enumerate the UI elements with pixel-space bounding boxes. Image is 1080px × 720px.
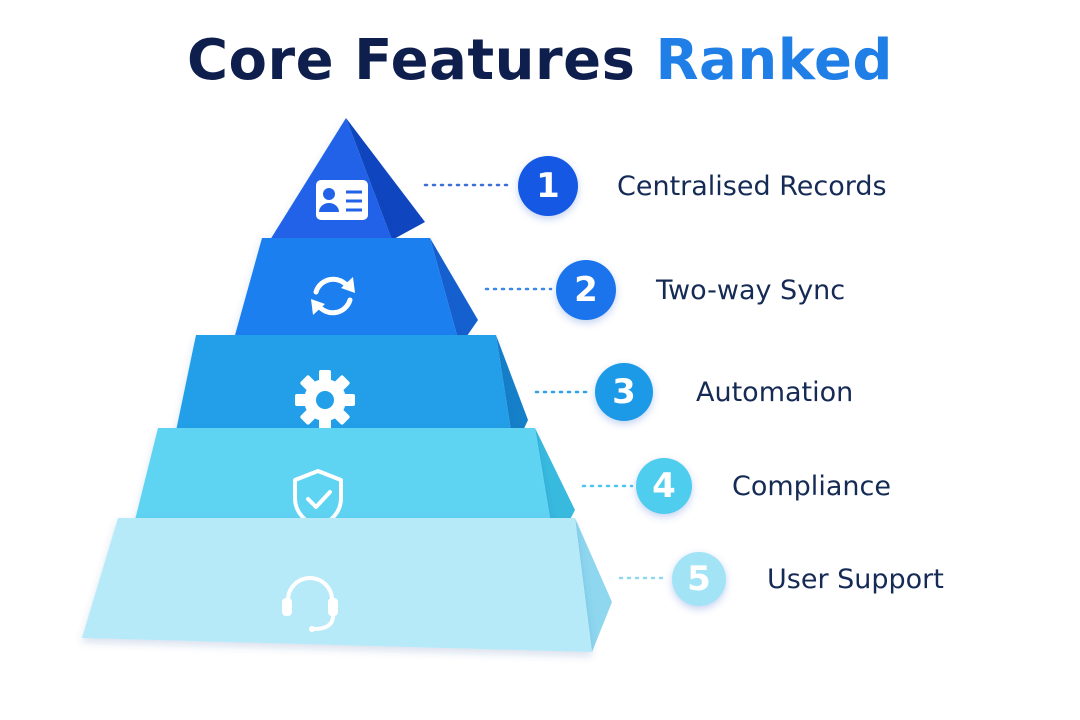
- title-accent: Ranked: [655, 28, 894, 93]
- rank-badge-3: 3: [595, 363, 653, 421]
- feature-label-2: Two-way Sync: [656, 275, 846, 306]
- sync-icon: [311, 276, 355, 316]
- rank-badge-2: 2: [556, 260, 616, 320]
- tier-5-side-face: [575, 518, 612, 652]
- tier-2-side-face: [430, 238, 478, 346]
- rank-badge-4: 4: [636, 458, 692, 514]
- page-title: Core Features Ranked: [0, 28, 1080, 93]
- pyramid-tier-5: [82, 518, 612, 652]
- rank-badge-5: 5: [672, 552, 726, 606]
- feature-label-3: Automation: [696, 377, 854, 408]
- gear-icon: [295, 370, 355, 430]
- title-main: Core Features: [186, 28, 636, 93]
- tier-5-front-face: [82, 518, 592, 652]
- pyramid-tier-3: [172, 335, 528, 450]
- tier-1-side-face: [346, 118, 425, 240]
- rank-badge-1: 1: [518, 156, 578, 216]
- pyramid-tier-1: [270, 118, 425, 240]
- tier-2-front-face: [232, 238, 460, 346]
- tier-3-side-face: [496, 335, 528, 450]
- feature-label-5: User Support: [767, 564, 944, 595]
- headset-icon: [282, 576, 338, 632]
- feature-label-1: Centralised Records: [617, 171, 887, 202]
- feature-label-4: Compliance: [732, 471, 891, 502]
- pyramid-tier-2: [232, 238, 478, 346]
- id-card-icon: [316, 180, 368, 220]
